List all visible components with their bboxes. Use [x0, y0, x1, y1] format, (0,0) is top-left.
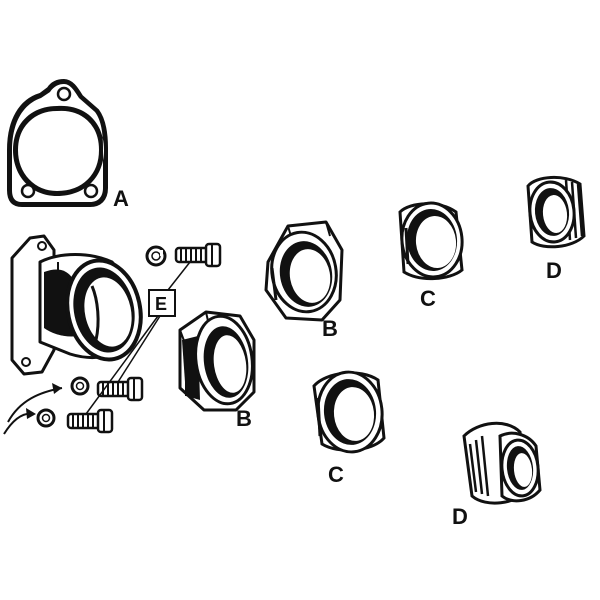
washer-top	[145, 245, 167, 267]
gasket-part	[7, 79, 108, 207]
adapter-upper	[526, 176, 586, 249]
flange-housing-part	[10, 234, 143, 376]
leader-line	[117, 315, 161, 383]
label-box-hardware: E	[148, 289, 176, 317]
arrow-upper	[7, 383, 63, 423]
hex-nut-lower	[178, 310, 256, 412]
adapter-lower	[462, 421, 542, 505]
washer-middle	[70, 376, 90, 396]
label-hardware: E	[155, 294, 167, 314]
label-adapter-lower: D	[452, 504, 468, 529]
leader-line	[85, 315, 159, 415]
hex-nut-upper	[264, 220, 344, 322]
leader-line	[167, 261, 191, 291]
washer-bottom	[36, 408, 56, 428]
label-nut-upper: B	[322, 316, 338, 341]
ring-lower	[312, 370, 386, 454]
ring-upper	[398, 201, 464, 281]
label-gasket: A	[113, 186, 129, 211]
label-nut-lower: B	[236, 406, 252, 431]
arrow-lower	[3, 408, 36, 435]
label-ring-lower: C	[328, 462, 344, 487]
screw-top	[174, 242, 222, 268]
label-ring-upper: C	[420, 286, 436, 311]
screw-bottom	[66, 408, 114, 434]
label-adapter-upper: D	[546, 258, 562, 283]
